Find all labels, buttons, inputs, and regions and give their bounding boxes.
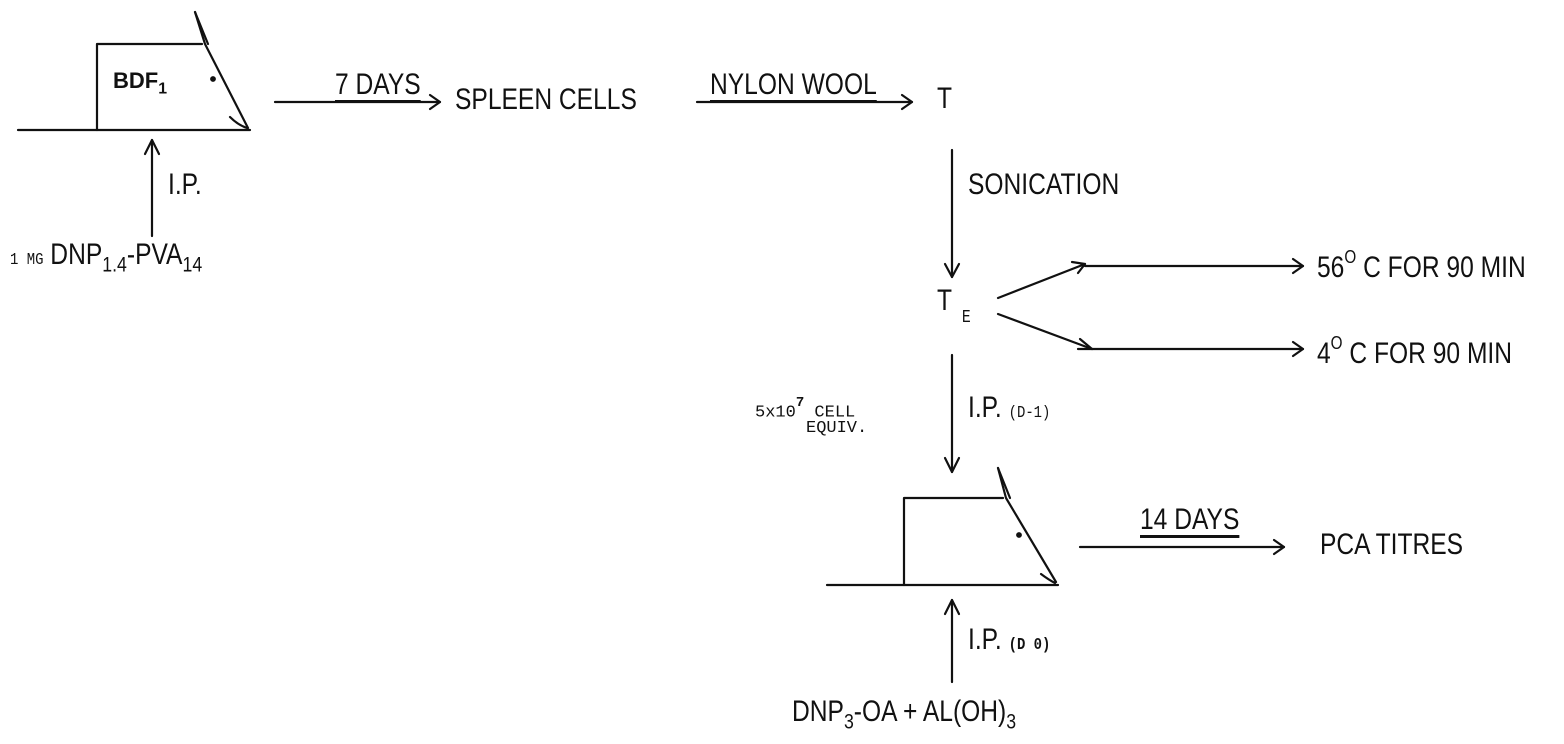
treatment-4c-label: 4O C FOR 90 MIN bbox=[1317, 334, 1512, 369]
mouse-2-drawing bbox=[827, 468, 1058, 585]
injection-2-label: I.P. (D-1) bbox=[968, 393, 1050, 423]
mouse-2-body bbox=[904, 498, 1003, 585]
step-7-days-label: 7 DAYS bbox=[335, 70, 421, 100]
mouse-1-eye bbox=[211, 77, 215, 81]
nylon-wool-label: NYLON WOOL bbox=[710, 70, 877, 100]
mouse-1-strain-label: BDF1 bbox=[113, 70, 167, 97]
challenge-antigen-label: DNP3-OA + AL(OH)3 bbox=[792, 697, 1016, 732]
cell-dose-line-2: EQUIV. bbox=[806, 420, 867, 437]
injection-1-route: I.P. bbox=[168, 170, 202, 200]
injection-3-label: I.P. (D 0) bbox=[968, 625, 1050, 655]
pca-titres-label: PCA TITRES bbox=[1320, 530, 1463, 560]
arrow-split-cold bbox=[998, 314, 1092, 349]
t-cells-label: T bbox=[937, 84, 952, 114]
mouse-1-ear bbox=[195, 12, 208, 44]
step-14-days-label: 14 DAYS bbox=[1140, 505, 1239, 535]
injection-1-agent: 1 MG DNP1.4-PVA14 bbox=[10, 240, 202, 275]
arrow-split-hot bbox=[998, 264, 1085, 298]
te-label: TE bbox=[937, 286, 971, 316]
cell-dose-line-1: 5x107 CELL bbox=[755, 396, 855, 422]
sonication-label: SONICATION bbox=[968, 170, 1119, 200]
treatment-56c-label: 56O C FOR 90 MIN bbox=[1317, 248, 1526, 283]
mouse-2-snout bbox=[998, 468, 1056, 582]
spleen-cells-label: SPLEEN CELLS bbox=[455, 85, 637, 115]
mouse-2-eye bbox=[1017, 533, 1021, 537]
